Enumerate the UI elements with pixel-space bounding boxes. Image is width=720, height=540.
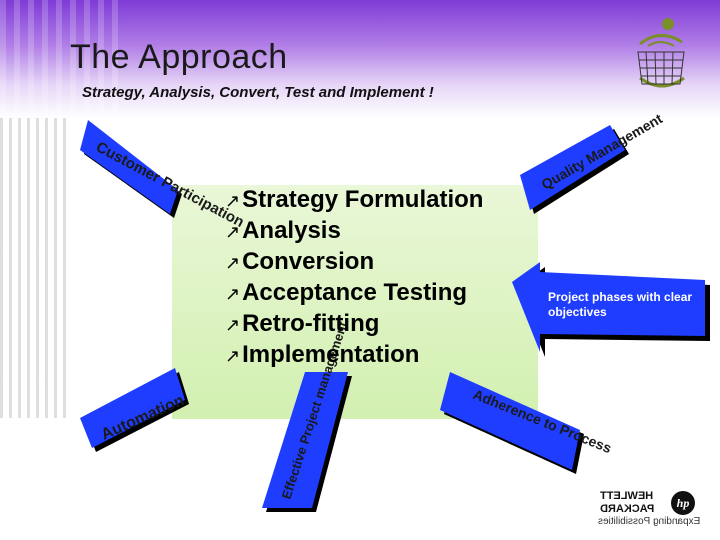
arrow-label-quality-management: Quality Management (539, 110, 666, 192)
list-item: ↗Implementation (225, 341, 420, 368)
svg-text:hp: hp (677, 496, 690, 510)
hp-tagline: Expanding Possibilities (598, 516, 701, 527)
arrow-project-phases (512, 262, 710, 357)
list-item: ↗Acceptance Testing (225, 279, 468, 306)
hp-logo: HEWLETT PACKARD hp (598, 488, 708, 530)
page-subtitle: Strategy, Analysis, Convert, Test and Im… (82, 84, 434, 101)
arrow-bullet-icon: ↗ (225, 191, 241, 211)
arrow-bullet-icon: ↗ (225, 222, 241, 242)
arrow-bullet-icon: ↗ (225, 315, 241, 335)
arrow-label-customer-participation: Customer Participation (93, 139, 247, 231)
grid-globe-logo-icon (637, 18, 685, 88)
left-decorative-bars (0, 118, 70, 418)
list-item: ↗Retro-fitting (225, 310, 380, 337)
arrow-automation: Automation (80, 368, 189, 452)
arrow-adherence-to-process: Adherence to Process (440, 372, 614, 474)
page-title: The Approach (70, 38, 288, 76)
list-item: ↗Strategy Formulation (225, 186, 484, 213)
list-item: ↗Analysis (225, 217, 341, 244)
arrow-bullet-icon: ↗ (225, 253, 241, 273)
arrow-bullet-icon: ↗ (225, 284, 241, 304)
arrow-label-project-phases: Project phases with clear objectives (548, 290, 693, 319)
hp-logo-line2: PACKARD (600, 503, 655, 515)
header-banner (0, 0, 720, 118)
list-item: ↗Conversion (225, 248, 375, 275)
center-panel (172, 185, 538, 419)
arrow-bullet-icon: ↗ (225, 346, 241, 366)
header-stripes (0, 0, 120, 118)
arrow-quality-management: Quality Management (520, 110, 665, 214)
hp-emblem-icon: hp (671, 491, 695, 515)
hp-logo-line1: HEWLETT (600, 490, 654, 502)
approach-bullet-list: ↗Strategy Formulation ↗Analysis ↗Convers… (225, 184, 483, 370)
arrow-customer-participation: Customer Participation (80, 120, 247, 231)
